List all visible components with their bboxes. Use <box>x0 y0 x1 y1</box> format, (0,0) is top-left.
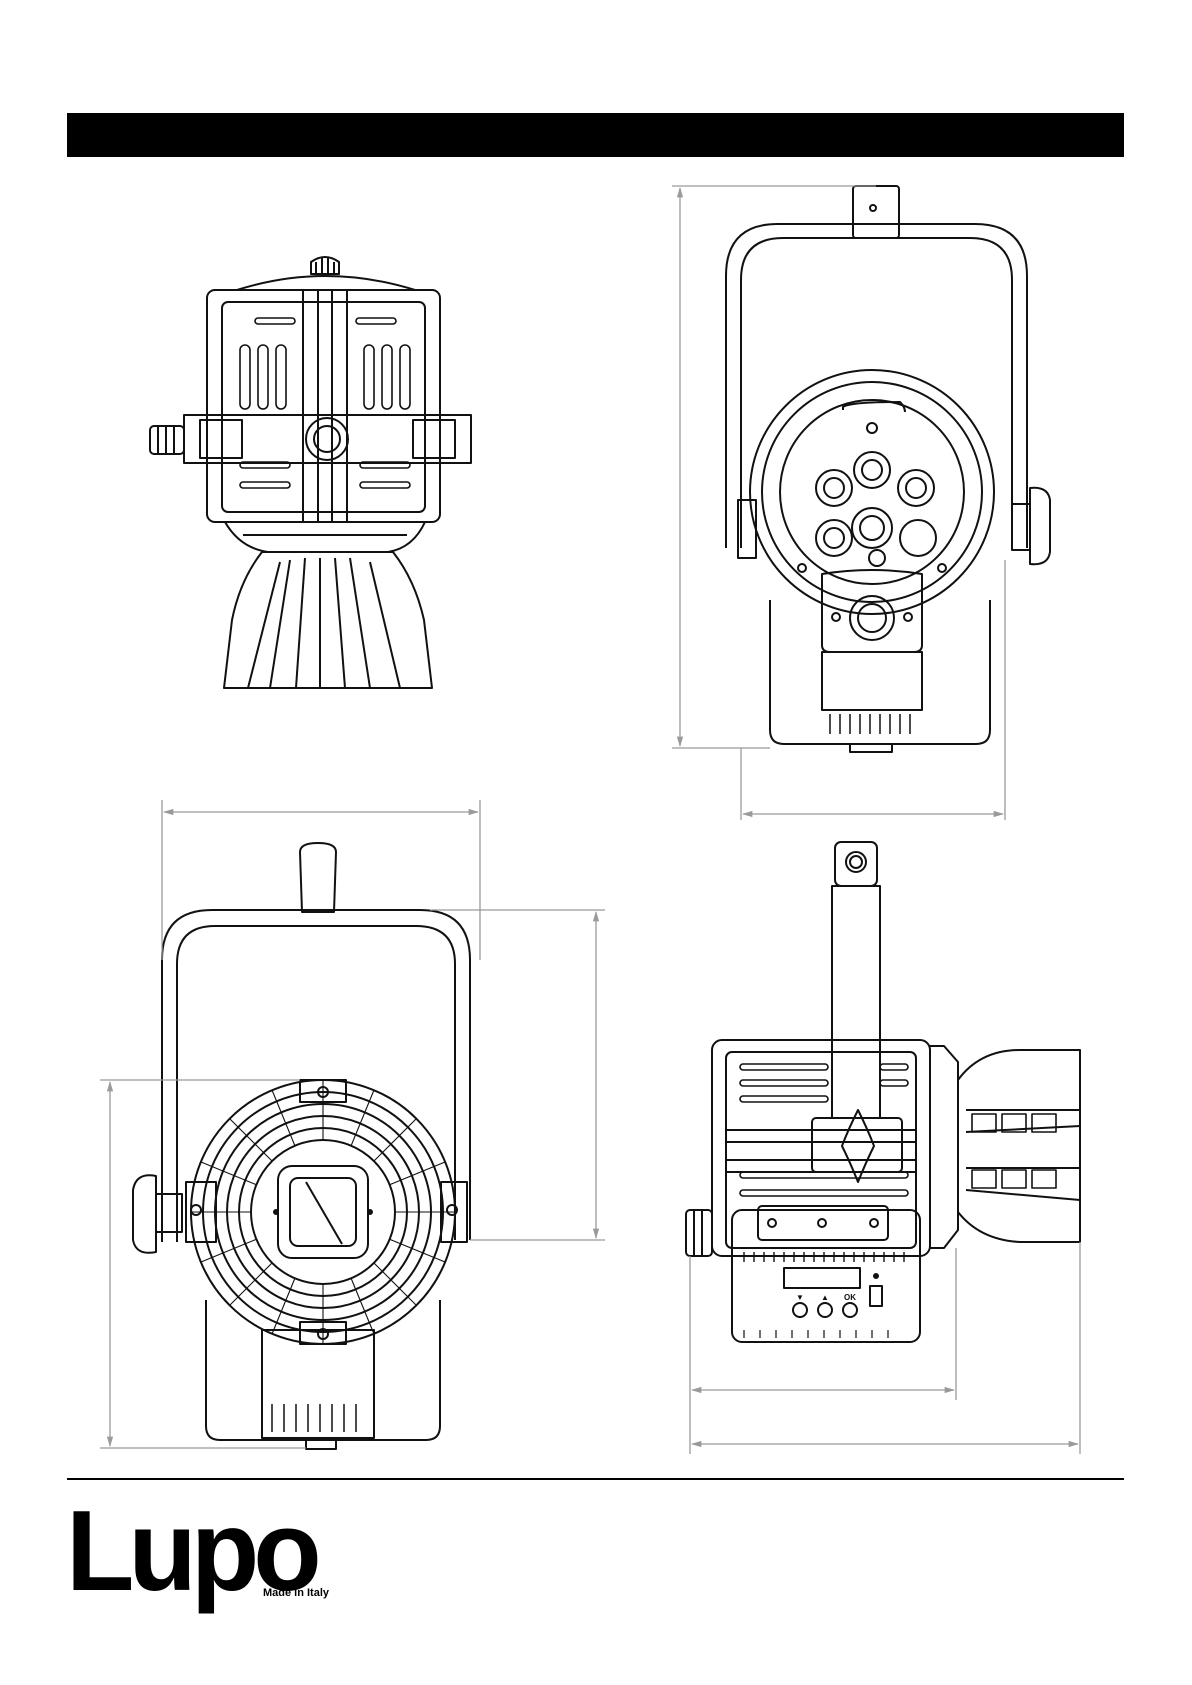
side-view <box>686 842 1080 1342</box>
brand-tagline: Made in Italy <box>263 1587 329 1599</box>
panel-button-label-ok: OK <box>844 1293 856 1302</box>
front-view <box>133 843 470 1449</box>
rear-view <box>726 186 1050 752</box>
top-view <box>150 257 471 688</box>
dimension-lines <box>100 186 1080 1454</box>
panel-button-label-up: ▲ <box>821 1293 829 1302</box>
panel-button-label-down: ▼ <box>796 1293 804 1302</box>
footer-rule <box>67 1478 1124 1480</box>
